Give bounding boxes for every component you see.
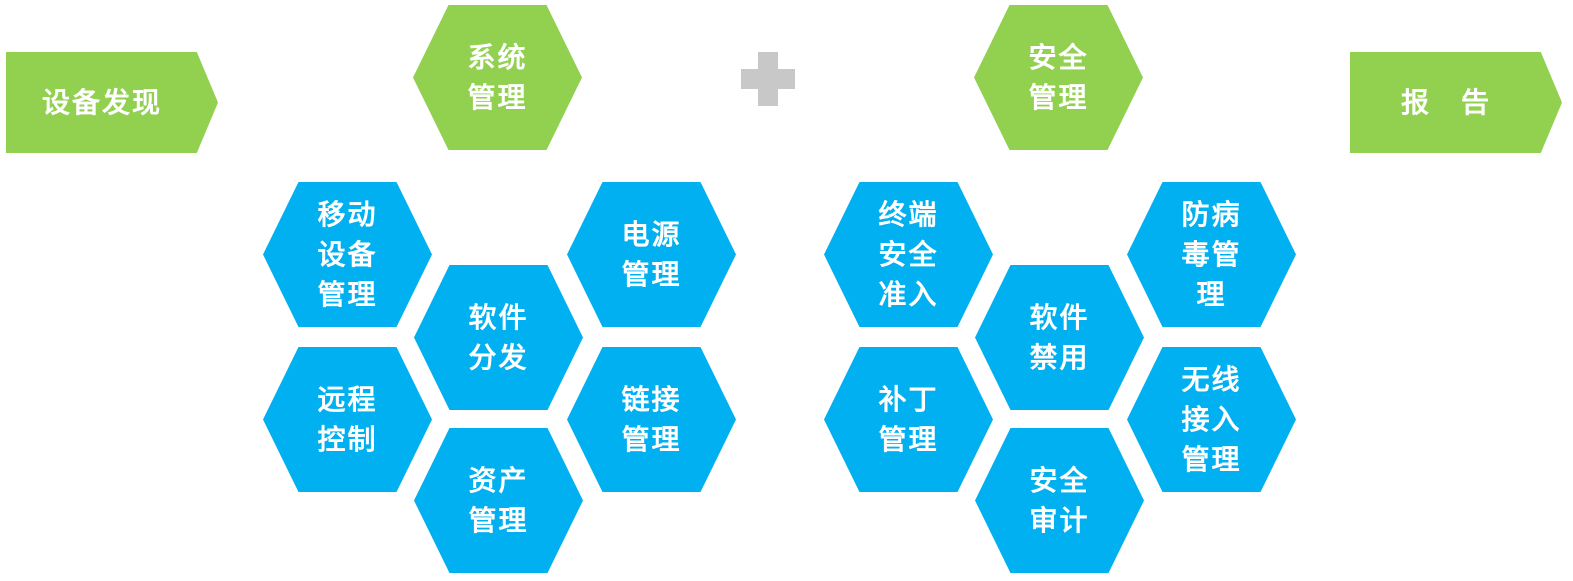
module-antivirus-management: 防病 毒管 理 xyxy=(1127,182,1296,327)
module-asset-management: 资产 管理 xyxy=(414,428,583,573)
report-arrow: 报 告 xyxy=(1350,52,1562,153)
device-discovery-arrow: 设备发现 xyxy=(6,52,218,153)
module-software-distribution: 软件 分发 xyxy=(414,265,583,410)
plus-icon xyxy=(741,52,795,106)
module-security-audit: 安全 审计 xyxy=(975,428,1144,573)
module-software-blocking: 软件 禁用 xyxy=(975,265,1144,410)
module-endpoint-access: 终端 安全 准入 xyxy=(824,182,993,327)
security-management-hex: 安全 管理 xyxy=(974,5,1143,150)
module-remote-control: 远程 控制 xyxy=(263,347,432,492)
module-link-management: 链接 管理 xyxy=(567,347,736,492)
module-patch-management: 补丁 管理 xyxy=(824,347,993,492)
system-management-hex: 系统 管理 xyxy=(413,5,582,150)
module-mobile-device-management: 移动 设备 管理 xyxy=(263,182,432,327)
module-wireless-access-management: 无线 接入 管理 xyxy=(1127,347,1296,492)
module-power-management: 电源 管理 xyxy=(567,182,736,327)
